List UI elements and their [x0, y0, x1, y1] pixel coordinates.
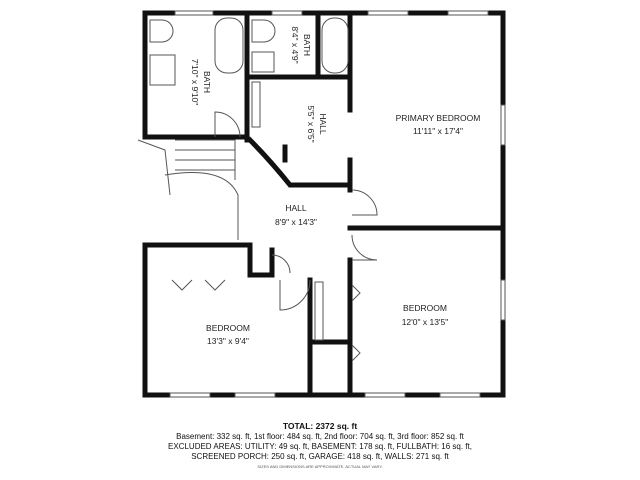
closet-door	[171, 279, 226, 291]
closet-door	[351, 284, 361, 362]
room-bath-1: BATH 7'10" x 9'10"	[190, 59, 212, 106]
disclaimer: SIZES AND DIMENSIONS ARE APPROXIMATE, AC…	[257, 464, 383, 469]
window	[447, 10, 489, 16]
room-name: BATH	[302, 34, 312, 56]
room-dims: 12'0" x 13'5"	[402, 317, 449, 327]
window	[439, 392, 481, 398]
room-hall: HALL 8'9" x 14'3"	[275, 203, 317, 227]
door-swing	[214, 111, 241, 138]
room-dims: 13'3" x 9'4"	[207, 336, 249, 346]
window	[234, 392, 276, 398]
toilet-icon	[149, 19, 174, 43]
room-bedroom-left: BEDROOM 13'3" x 9'4"	[206, 323, 250, 346]
room-name: BEDROOM	[206, 323, 250, 333]
fixtures	[137, 17, 378, 362]
room-name: BEDROOM	[403, 303, 447, 313]
room-bedroom-right: BEDROOM 12'0" x 13'5"	[402, 303, 449, 327]
room-dims: 8'9" x 14'3"	[275, 217, 317, 227]
room-primary-bedroom: PRIMARY BEDROOM 11'11" x 17'4"	[396, 113, 481, 136]
stairs-icon	[137, 139, 236, 196]
room-name: HALL	[285, 203, 307, 213]
room-dims: 7'10" x 9'10"	[190, 59, 200, 106]
door-swing	[279, 279, 311, 311]
door-swing	[351, 189, 378, 216]
sink-icon	[149, 54, 176, 86]
room-dims: 8'4" x 4'9"	[290, 26, 300, 63]
window	[169, 392, 211, 398]
walls	[142, 10, 506, 398]
shelf	[251, 81, 261, 128]
door-swing	[351, 234, 378, 261]
toilet-icon	[251, 19, 276, 43]
bathtub-icon	[321, 17, 349, 74]
room-hall-small: HALL 5'5" x 6'5"	[306, 105, 328, 142]
door-swing	[271, 254, 291, 274]
excluded-areas: EXCLUDED AREAS: UTILITY: 49 sq. ft, BASE…	[168, 442, 472, 451]
room-dims: 11'11" x 17'4"	[413, 126, 463, 136]
floor-plan: BATH 7'10" x 9'10" BATH 8'4" x 4'9" HALL…	[137, 10, 506, 398]
stair-rail	[164, 172, 239, 240]
window	[500, 104, 506, 146]
room-name: BATH	[202, 71, 212, 93]
room-bath-2: BATH 8'4" x 4'9"	[290, 26, 312, 63]
room-name: HALL	[318, 113, 328, 135]
room-dims: 5'5" x 6'5"	[306, 105, 316, 142]
window	[367, 10, 409, 16]
windows	[169, 10, 506, 398]
shelf	[314, 281, 324, 341]
sink-icon	[251, 51, 275, 73]
window	[364, 392, 406, 398]
excluded-areas-cont: SCREENED PORCH: 250 sq. ft, GARAGE: 418 …	[191, 452, 449, 461]
window	[271, 10, 303, 16]
window	[174, 10, 214, 16]
window	[500, 279, 506, 321]
room-name: PRIMARY BEDROOM	[396, 113, 481, 123]
bathtub-icon	[214, 17, 244, 74]
total-area: TOTAL: 2372 sq. ft	[282, 421, 358, 431]
floor-areas: Basement: 332 sq. ft, 1st floor: 484 sq.…	[176, 432, 464, 441]
